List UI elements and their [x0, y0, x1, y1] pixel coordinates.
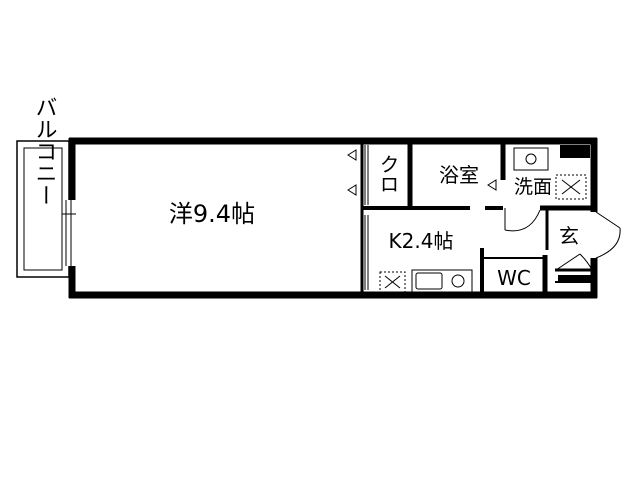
washroom-door — [504, 208, 541, 232]
western-room-label: 洋9.4帖 — [169, 200, 255, 228]
kitchen-label: K2.4帖 — [389, 229, 454, 253]
kitchen-counter — [411, 269, 473, 293]
entrance-label: 玄 — [559, 224, 579, 248]
pipe-shaft-bottom — [558, 275, 592, 283]
kitchen-door — [364, 215, 369, 290]
pipe-shaft-top — [560, 145, 590, 158]
entrance-door — [595, 211, 621, 259]
balcony-window — [62, 200, 76, 266]
balcony-label: バルコニー — [32, 96, 57, 206]
closet-door — [347, 145, 369, 205]
bathroom-label: 浴室 — [439, 163, 479, 187]
outer-walls — [68, 137, 598, 299]
closet-label: クロ — [376, 154, 400, 194]
bath-door-arrow — [487, 179, 497, 191]
toilet-label: WC — [497, 266, 531, 290]
fridge-space — [379, 271, 406, 293]
washbasin — [513, 147, 549, 171]
wc-door — [555, 253, 593, 271]
washroom-label: 洗面 — [514, 176, 552, 198]
inner-walls — [360, 141, 594, 295]
washing-machine-space — [555, 174, 587, 200]
balcony: バルコニー — [16, 96, 70, 278]
